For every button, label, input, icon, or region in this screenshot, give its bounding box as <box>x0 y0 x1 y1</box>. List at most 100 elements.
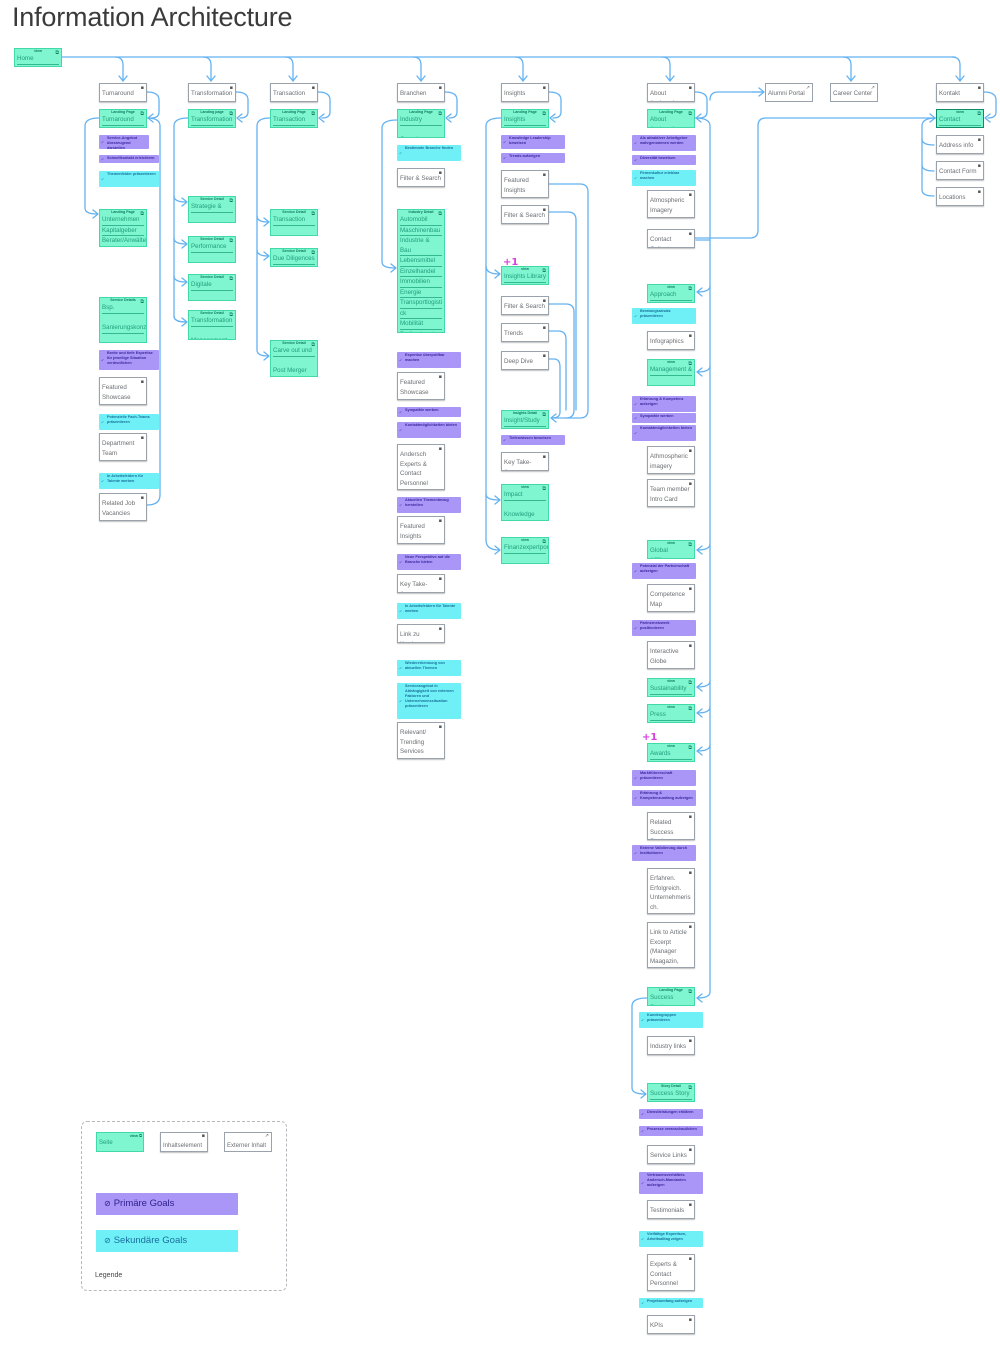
node-address-info[interactable]: ▪Address info <box>936 135 984 154</box>
node-alumni-portal[interactable]: ↗Alumni Portal <box>765 83 813 102</box>
node-transaction-services[interactable]: Service Detail⧉TransactionServices <box>270 209 318 236</box>
node-performance-improvement[interactable]: Service Detail⧉PerformanceImprovement <box>188 236 236 263</box>
node-about-landing[interactable]: Landing Page⧉About Andersch <box>647 109 695 128</box>
arrow-head <box>665 75 675 82</box>
node-transaction-landing[interactable]: Landing Page⧉Transaction <box>270 109 318 128</box>
node-deep-dive[interactable]: ▪Deep Dive <box>501 351 549 370</box>
node-transformation-landing[interactable]: Landing page⧉Transformation <box>188 109 236 128</box>
node-filter-search[interactable]: ▪Filter & Search <box>397 168 445 187</box>
node-insights[interactable]: ▪Insights <box>501 83 549 102</box>
node-filter-search[interactable]: ▪Filter & Search <box>501 296 549 315</box>
node-link-karriere[interactable]: ▪Link zu Karriere <box>397 624 445 643</box>
node-strategie-wachstum[interactable]: Service Detail⧉Strategie &Wachstum <box>188 196 236 223</box>
node-type-tag: Landing Page <box>409 110 433 114</box>
link-icon: ⧉ <box>977 111 981 117</box>
node-transaction[interactable]: ▪Transaction <box>270 83 318 102</box>
node-finanzexpertportal[interactable]: view⧉Finanzexpertportal <box>501 537 549 564</box>
node-industry-links[interactable]: ▪Industry links <box>647 1036 695 1055</box>
node-kontakt[interactable]: ▪Kontakt <box>936 83 984 102</box>
node-approach[interactable]: view⧉Approach <box>647 284 695 303</box>
node-management-team[interactable]: view⧉Management &Team <box>647 359 695 386</box>
node-type-tag: view <box>667 541 675 545</box>
node-label: Trends <box>504 330 524 337</box>
node-related-success[interactable]: ▪Related SuccessStories <box>647 812 695 840</box>
node-sustainability[interactable]: view⧉Sustainability <box>647 678 695 697</box>
node-filter-search[interactable]: ▪Filter & Search <box>501 205 549 224</box>
node-press[interactable]: view⧉Press <box>647 704 695 723</box>
node-trends[interactable]: ▪Trends <box>501 323 549 342</box>
node-turnaround[interactable]: ▪Turnaround <box>99 83 147 102</box>
link-icon: ⧉ <box>140 211 144 217</box>
content-icon: ▪ <box>688 1147 692 1153</box>
node-global-affiliates[interactable]: view⧉Global Affiliates <box>647 540 695 559</box>
arrow-head <box>758 87 765 97</box>
node-label: Unternehmen <box>102 215 144 226</box>
content-icon: ▪ <box>438 170 442 176</box>
goal-primary: Sympathie werben <box>397 407 461 417</box>
node-infographics[interactable]: ▪Infographics <box>647 331 695 350</box>
content-icon: ▪ <box>688 586 692 592</box>
node-industry-overview[interactable]: Landing Page⧉IndustryOverview <box>397 109 445 138</box>
node-contact-form[interactable]: ▪Contact Form <box>936 161 984 180</box>
node-service-details[interactable]: Service Details⧉Bsp.Sanierungskonzepte &… <box>99 297 147 343</box>
node-label: Branchen <box>400 90 427 97</box>
node-label: Interactive <box>650 648 679 655</box>
link-icon: ⧉ <box>542 268 546 274</box>
node-success-story[interactable]: Story Detail⧉Success Story <box>647 1083 695 1102</box>
node-about[interactable]: ▪About Andersch <box>647 83 695 102</box>
link-icon: ⧉ <box>140 111 144 117</box>
goal-primary: Dienstleistungen erklären <box>639 1109 703 1119</box>
connector-line <box>548 303 575 419</box>
content-icon: ▪ <box>977 85 981 91</box>
node-transformation[interactable]: ▪Transformation <box>188 83 236 102</box>
node-career-center[interactable]: ↗Career Center <box>830 83 878 102</box>
node-awards[interactable]: view⧉Awards <box>647 743 695 762</box>
node-key-takeaways[interactable]: ▪Key Take-Aways <box>501 452 549 471</box>
link-icon: ⧉ <box>688 111 692 117</box>
node-key-takeaways[interactable]: ▪Key Take-Aways <box>397 574 445 593</box>
node-turnaround-landing[interactable]: Landing Page⧉Turnaround <box>99 109 147 128</box>
node-digitale-transformation[interactable]: Service Detail⧉DigitaleTransformation <box>188 274 236 301</box>
node-contact-callout[interactable]: ▪Contact Callout <box>647 229 695 248</box>
node-label: Impact <box>504 490 546 501</box>
node-impact-knowledge[interactable]: view⧉ImpactKnowledgeCenter <box>501 484 549 521</box>
node-kpis[interactable]: ▪KPIs <box>647 1315 695 1334</box>
node-success-stories[interactable]: Landing Page⧉Success Stories <box>647 987 695 1006</box>
node-due-diligences[interactable]: Service Detail⧉Due Diligences <box>270 248 318 267</box>
node-branchen[interactable]: ▪Branchen <box>397 83 445 102</box>
node-insights-library[interactable]: view⧉Insights Library <box>501 266 549 285</box>
node-label: Stories <box>650 838 669 839</box>
node-label: Maschinenbau <box>400 226 442 236</box>
legend-secondary-goals: ⊘Sekundäre Goals <box>96 1230 238 1252</box>
node-label: Vacancies <box>102 509 131 517</box>
node-testimonials[interactable]: ▪Testimonials <box>647 1200 695 1219</box>
node-label: Intro Card <box>650 495 678 503</box>
node-service-links[interactable]: ▪Service Links <box>647 1145 695 1164</box>
arrow-head <box>549 113 556 123</box>
node-locations[interactable]: ▪Locations <box>936 187 984 206</box>
node-contact[interactable]: view⧉Contact <box>936 109 984 128</box>
node-insights-landing[interactable]: Landing Page⧉Insights <box>501 109 549 128</box>
node-home[interactable]: view⧉Home <box>14 48 62 67</box>
node-insight-study[interactable]: Insights Detail⧉Insight/Study <box>501 410 549 429</box>
node-transformation-management[interactable]: Service Detail⧉TransformationManagement <box>188 310 236 340</box>
